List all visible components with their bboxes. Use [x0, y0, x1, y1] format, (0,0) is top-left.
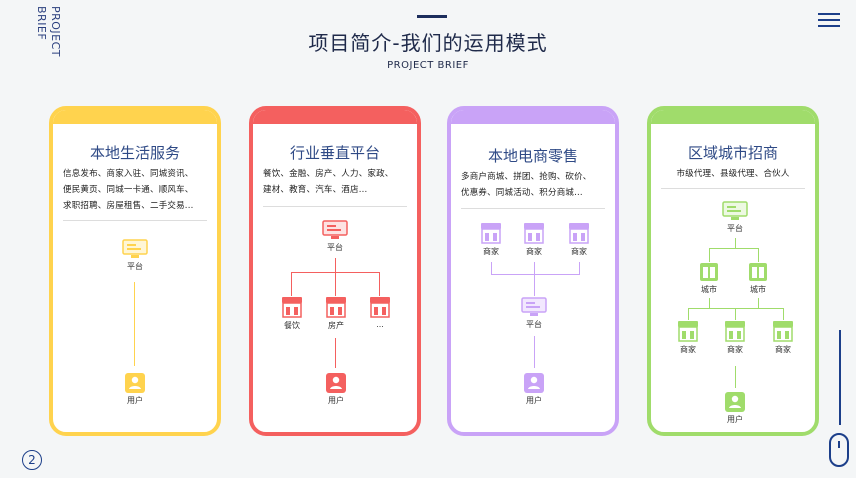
platform-icon [122, 239, 148, 258]
connector-line [735, 366, 736, 388]
merchant-node: 商家 [471, 222, 511, 257]
merchant-node: 商家 [514, 222, 554, 257]
card-band [53, 110, 217, 124]
card-description: 多商户商城、拼团、抢购、砍价、优惠券、同城活动、积分商城... [461, 172, 592, 198]
card-title: 本地生活服务 [89, 144, 180, 162]
city-node: 城市 [738, 262, 778, 295]
user-node: 用户 [514, 373, 554, 406]
user-icon [125, 373, 145, 393]
card-divider [263, 206, 407, 207]
store-icon [370, 297, 390, 318]
connector-line [709, 298, 710, 308]
card-divider [461, 208, 605, 209]
merchant-node: 商家 [668, 320, 708, 355]
user-node: 用户 [316, 373, 356, 406]
card-description: 信息发布、商家入驻、同城资讯、便民黄页、同城一卡通、顺风车、求职招聘、房屋租售、… [63, 169, 194, 211]
card-title: 行业垂直平台 [289, 144, 380, 162]
store-icon [524, 223, 544, 244]
connector-line [709, 248, 758, 249]
platform-node: 平台 [715, 201, 755, 234]
card-title: 区域城市招商 [687, 144, 778, 162]
connector-line [134, 282, 135, 366]
city-icon [700, 263, 718, 281]
store-icon [773, 321, 793, 342]
store-icon [282, 297, 302, 318]
card-divider [63, 220, 207, 221]
card-band [651, 110, 815, 124]
user-icon [524, 373, 544, 393]
page-title: 项目简介-我们的运用模式 [308, 31, 548, 55]
user-icon [725, 392, 745, 412]
category-node: ... [360, 296, 400, 329]
platform-icon [521, 297, 547, 316]
merchant-node: 商家 [559, 222, 599, 257]
city-icon [749, 263, 767, 281]
user-node: 用户 [115, 373, 155, 406]
card-divider [661, 188, 805, 189]
connector-line [534, 336, 535, 368]
card-industry-vertical: 行业垂直平台 餐饮、金融、房产、人力、家政、建材、教育、汽车、酒店... 平台 … [249, 106, 421, 436]
merchant-node: 商家 [763, 320, 803, 355]
category-node: 餐饮 [272, 296, 312, 331]
category-node: 房产 [316, 296, 356, 331]
connector-line [758, 248, 759, 262]
card-band [253, 110, 417, 124]
connector-line [579, 262, 580, 274]
platform-node: 平台 [115, 239, 155, 272]
page-number-badge: 2 [22, 450, 42, 470]
store-icon [569, 223, 589, 244]
connector-line [534, 274, 535, 296]
store-icon [678, 321, 698, 342]
platform-icon [322, 220, 348, 239]
connector-line [783, 308, 784, 320]
connector-line [735, 308, 736, 320]
card-regional-investment: 区域城市招商 市级代理、县级代理、合伙人 平台 城市 城市 商家 商家 商家 用… [647, 106, 819, 436]
connector-line [379, 272, 380, 296]
menu-icon[interactable] [818, 13, 840, 29]
connector-line [335, 338, 336, 368]
card-local-life-service: 本地生活服务 信息发布、商家入驻、同城资讯、便民黄页、同城一卡通、顺风车、求职招… [49, 106, 221, 436]
connector-line [709, 248, 710, 262]
card-local-ecommerce: 本地电商零售 多商户商城、拼团、抢购、砍价、优惠券、同城活动、积分商城... 商… [447, 106, 619, 436]
connector-line [491, 274, 580, 275]
card-title: 本地电商零售 [487, 147, 578, 165]
connector-line [758, 298, 759, 308]
store-icon [481, 223, 501, 244]
user-icon [326, 373, 346, 393]
page-subtitle: PROJECT BRIEF [387, 60, 469, 71]
platform-node: 平台 [315, 220, 355, 253]
connector-line [688, 308, 689, 320]
card-description: 市级代理、县级代理、合伙人 [676, 169, 790, 179]
platform-icon [722, 201, 748, 220]
card-band [451, 110, 615, 124]
card-description: 餐饮、金融、房产、人力、家政、建材、教育、汽车、酒店... [263, 169, 394, 195]
merchant-node: 商家 [715, 320, 755, 355]
connector-line [534, 262, 535, 274]
city-node: 城市 [689, 262, 729, 295]
connector-line [491, 262, 492, 274]
platform-node: 平台 [514, 297, 554, 330]
store-icon [326, 297, 346, 318]
connector-line [335, 258, 336, 272]
connector-line [291, 272, 292, 296]
store-icon [725, 321, 745, 342]
connector-line [335, 272, 336, 296]
title-accent-bar [417, 15, 447, 18]
connector-line [735, 238, 736, 248]
mouse-scroll-icon[interactable] [829, 433, 849, 467]
scroll-indicator-line [839, 330, 841, 425]
user-node: 用户 [715, 392, 755, 425]
